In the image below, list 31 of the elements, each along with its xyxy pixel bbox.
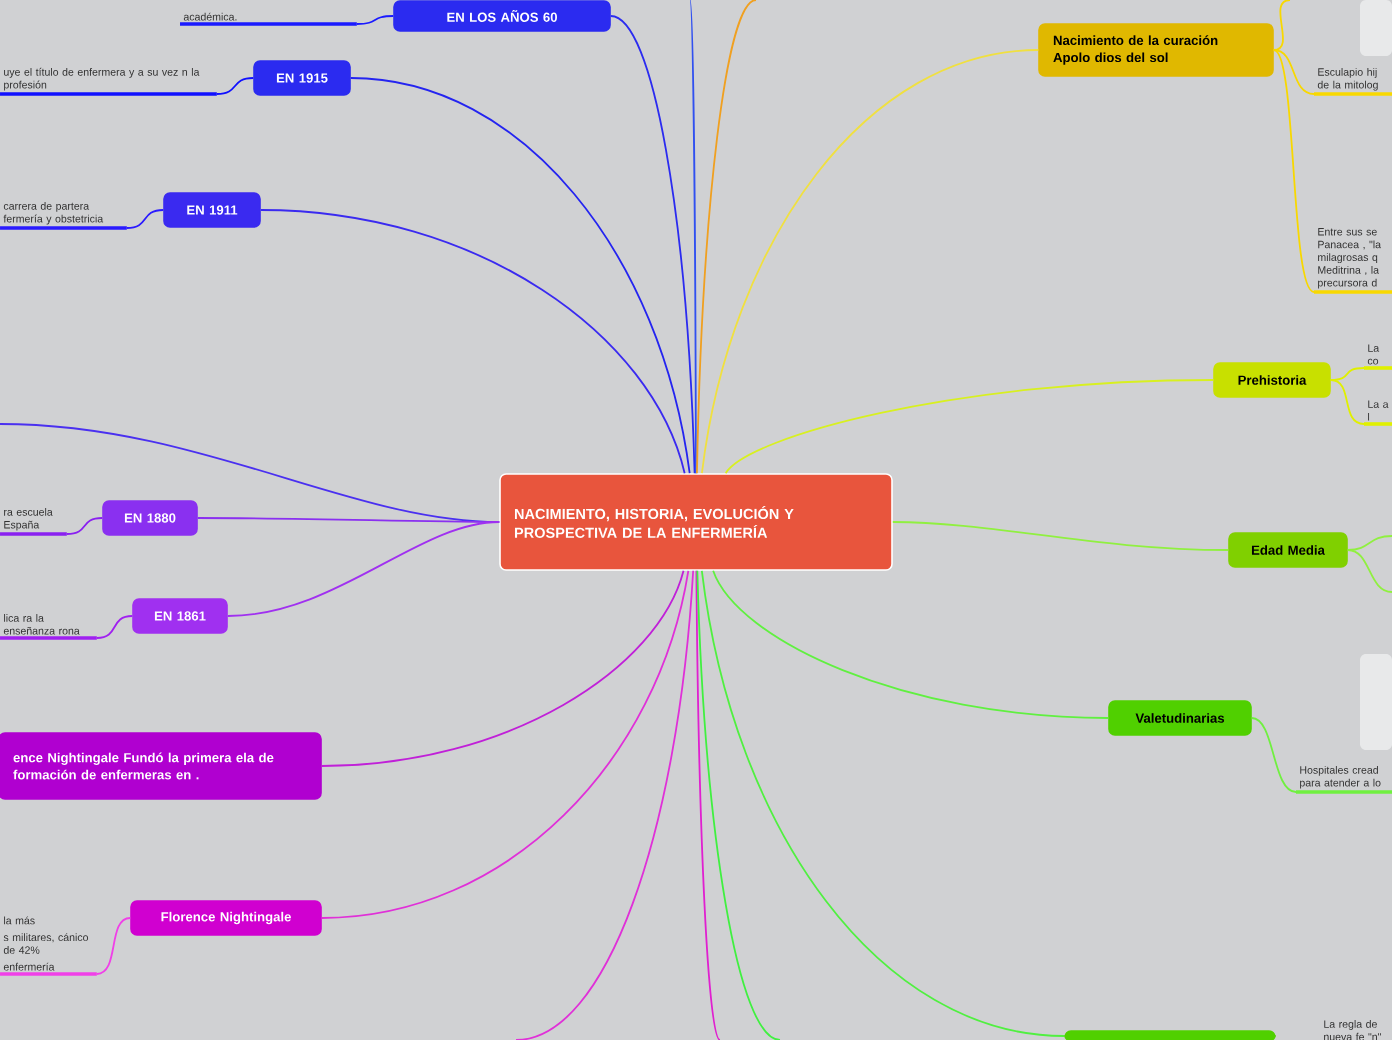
- branch-line: [891, 521, 1230, 551]
- branch-line: [320, 569, 685, 767]
- branch-line: [1329, 379, 1365, 425]
- branch-line: [125, 209, 165, 229]
- branch-line: [696, 569, 781, 1040]
- branch-line: [95, 615, 134, 639]
- branch-line: [700, 569, 1066, 1037]
- branch-line: [226, 521, 501, 617]
- branch-line: [1250, 717, 1297, 793]
- branch-line: [696, 0, 757, 475]
- branch-line: [349, 77, 691, 475]
- branch-line: [689, 0, 697, 475]
- branch-line: [1346, 549, 1392, 593]
- branch-line: [695, 569, 721, 1040]
- branch-line: [259, 209, 686, 475]
- branch-line: [712, 569, 1110, 719]
- branch-line: [701, 49, 1040, 475]
- branch-line: [1346, 535, 1392, 551]
- branch-line: [215, 77, 255, 95]
- branch-line: [95, 917, 132, 975]
- branch-box: [1064, 1030, 1276, 1040]
- branch-line: [355, 15, 395, 25]
- branch-line: [515, 569, 695, 1040]
- branch-line: [65, 517, 104, 535]
- branch-line: [1272, 49, 1315, 95]
- branch-line: [1272, 49, 1315, 293]
- branch-line: [1272, 0, 1291, 51]
- branch-line: [1329, 367, 1365, 381]
- branch-line: [724, 379, 1215, 475]
- branch-line: [609, 15, 696, 475]
- branch-line: [320, 569, 690, 919]
